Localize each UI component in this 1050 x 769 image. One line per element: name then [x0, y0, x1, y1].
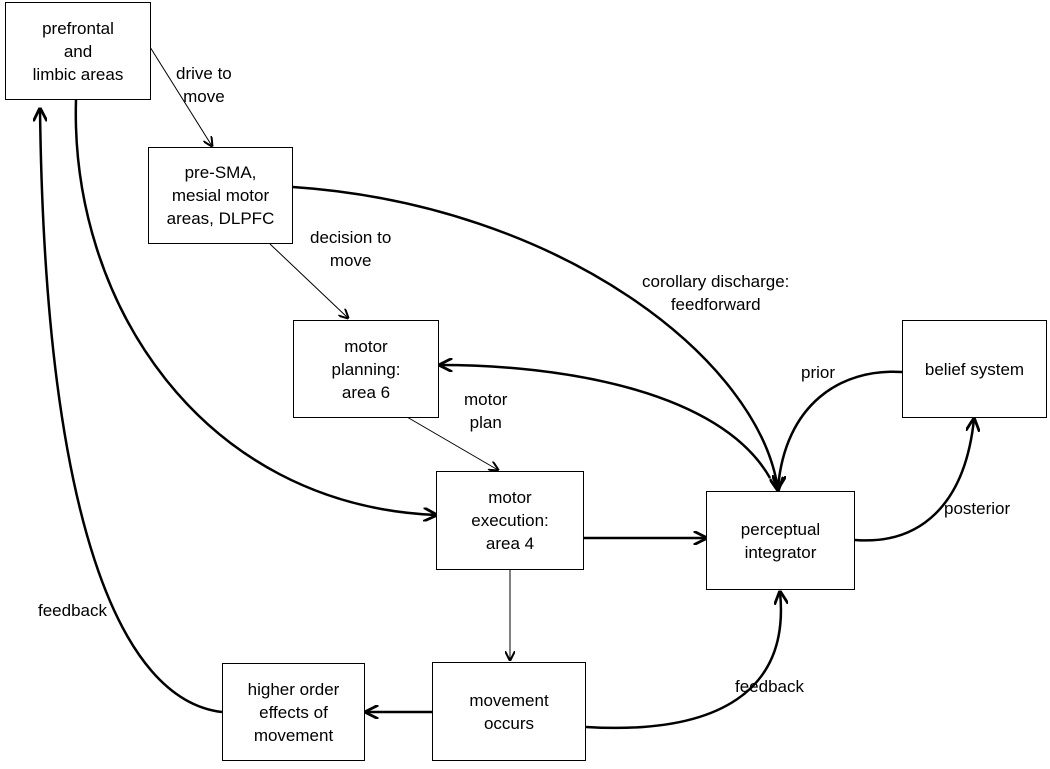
label-plan-line-1: motor [464, 390, 508, 409]
node-prefrontal-line-2: and [63, 41, 93, 61]
node-motor-planning-line-2: planning: [331, 359, 401, 379]
node-pre-sma: pre-SMA, mesial motor areas, DLPFC [148, 147, 293, 244]
label-feedback-left-text: feedback [38, 601, 107, 620]
node-perceptual-integrator-line-2: integrator [744, 542, 817, 562]
label-feedback-left: feedback [38, 599, 107, 622]
node-perceptual-integrator-line-1: perceptual [740, 519, 821, 539]
arrow-prefrontal-to-execution [74, 99, 436, 515]
node-pre-sma-line-2: mesial motor [171, 186, 270, 205]
arrow-motor-plan [406, 416, 498, 470]
label-decision-line-1: decision to [310, 228, 392, 247]
node-motor-planning-line-3: area 6 [341, 382, 391, 402]
node-higher-order-line-1: higher order [247, 679, 340, 699]
arrow-corollary-discharge [292, 185, 778, 490]
node-perceptual-integrator: perceptual integrator [706, 491, 855, 590]
node-prefrontal-line-1: prefrontal [42, 18, 114, 38]
arrow-posterior [854, 419, 974, 542]
node-motor-execution-line-1: motor [488, 488, 532, 507]
arrow-drive-to-move [149, 46, 212, 146]
label-posterior: posterior [944, 497, 1010, 520]
arrow-integrator-to-planning [440, 365, 772, 479]
arrow-higher-order-feedback [40, 109, 223, 714]
label-corollary-discharge: corollary discharge: feedforward [642, 270, 789, 316]
node-motor-planning-line-1: motor [344, 336, 388, 356]
node-motor-execution-line-3: area 4 [485, 534, 535, 553]
node-motor-execution-line-2: execution: [471, 511, 549, 530]
label-drive-line-1: drive to [176, 64, 232, 83]
node-pre-sma-line-1: pre-SMA, [184, 163, 257, 182]
label-corollary-line-2: feedforward [670, 295, 761, 314]
arrow-prior [778, 370, 903, 488]
label-feedback-right-text: feedback [735, 677, 804, 696]
arrow-decision-to-move [269, 243, 348, 318]
label-drive-line-2: move [183, 87, 225, 106]
arrow-movement-feedback [585, 592, 781, 730]
node-movement-occurs: movement occurs [432, 662, 586, 761]
node-belief-system-line-1: belief system [924, 359, 1025, 379]
label-prior-text: prior [801, 363, 836, 382]
node-belief-system: belief system [902, 320, 1047, 418]
node-higher-order-line-3: movement [253, 725, 334, 745]
node-movement-occurs-line-1: movement [469, 690, 549, 710]
node-higher-order-effects: higher order effects of movement [222, 663, 365, 761]
label-drive-to-move: drive to move [176, 62, 232, 108]
label-decision-line-2: move [329, 251, 372, 270]
label-posterior-text: posterior [944, 499, 1011, 518]
node-higher-order-line-2: effects of [259, 702, 328, 722]
label-prior: prior [801, 361, 835, 384]
label-decision-to-move: decision to move [310, 226, 391, 272]
label-corollary-line-1: corollary discharge: [642, 272, 790, 291]
node-movement-occurs-line-2: occurs [483, 713, 535, 733]
label-feedback-right: feedback [735, 675, 804, 698]
node-prefrontal-limbic: prefrontal and limbic areas [5, 2, 151, 100]
label-plan-line-2: plan [469, 413, 502, 432]
node-motor-execution: motor execution: area 4 [436, 471, 584, 570]
node-prefrontal-line-3: limbic areas [32, 64, 124, 84]
label-motor-plan: motor plan [464, 388, 507, 434]
node-motor-planning: motor planning: area 6 [293, 320, 439, 418]
node-pre-sma-line-3: areas, DLPFC [166, 209, 275, 228]
